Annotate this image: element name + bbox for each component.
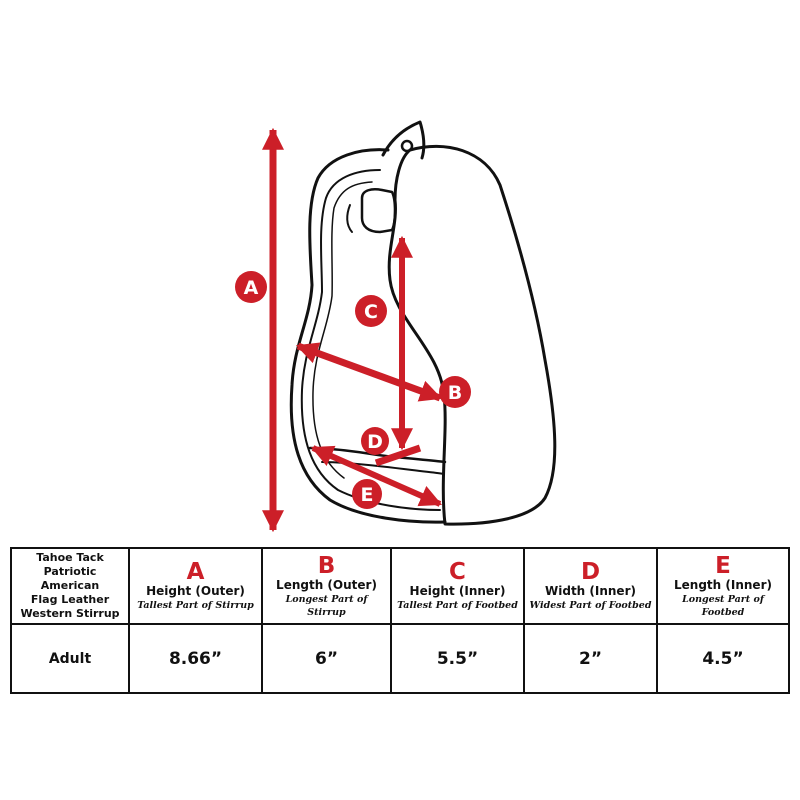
product-name-line: Western Stirrup [20, 607, 120, 620]
table-row: Adult 8.66” 6” 5.5” 2” 4.5” [10, 623, 790, 694]
column-title: Length (Inner) [674, 577, 772, 592]
stirrup-hinge-slot [346, 204, 353, 233]
callout-c: C [355, 295, 387, 327]
value-height-outer: 8.66” [128, 623, 263, 694]
svg-text:C: C [364, 301, 378, 323]
svg-text:B: B [448, 382, 462, 404]
column-title: Width (Inner) [545, 584, 636, 598]
column-title: Length (Outer) [276, 577, 377, 592]
callout-a: A [235, 271, 267, 303]
stirrup-front-panel [387, 144, 557, 526]
table-header-row: Tahoe Tack Patriotic American Flag Leath… [10, 547, 790, 625]
column-subtitle: Tallest Part of Stirrup [137, 600, 254, 611]
value-length-inner: 4.5” [656, 623, 790, 694]
column-letter: C [449, 559, 466, 585]
svg-text:D: D [367, 431, 383, 453]
arrow-e [310, 445, 443, 507]
product-name-line: Flag Leather [30, 593, 110, 606]
product-name-line: Patriotic American [40, 565, 100, 592]
callout-b: B [439, 376, 471, 408]
svg-text:A: A [244, 277, 259, 299]
column-letter: A [186, 559, 205, 585]
column-subtitle: Widest Part of Footbed [529, 600, 652, 611]
column-subtitle: Longest Part of Footbed [682, 593, 764, 618]
value-length-outer: 6” [261, 623, 392, 694]
callout-e: E [352, 479, 382, 509]
callout-d: D [361, 427, 389, 455]
column-letter: E [715, 552, 731, 579]
stirrup-diagram: A B C D E [235, 120, 557, 533]
stirrup-back-inner-2 [312, 181, 373, 479]
product-name-line: Tahoe Tack [36, 551, 104, 564]
column-letter: D [580, 559, 601, 585]
column-subtitle: Tallest Part of Footbed [397, 600, 518, 611]
measurement-arrows [262, 127, 443, 533]
column-header-d: D Width (Inner) Widest Part of Footbed [523, 547, 658, 625]
value-height-inner: 5.5” [390, 623, 525, 694]
value-width-inner: 2” [523, 623, 658, 694]
column-header-a: A Height (Outer) Tallest Part of Stirrup [128, 547, 263, 625]
column-subtitle: Longest Part of Stirrup [285, 593, 368, 618]
column-title: Height (Inner) [409, 584, 506, 598]
column-letter: B [317, 552, 336, 579]
arrow-b [295, 342, 443, 402]
stirrup-drawing [289, 120, 557, 526]
stirrup-back-outer [289, 148, 447, 524]
column-header-b: B Length (Outer) Longest Part of Stirrup [261, 547, 392, 625]
svg-text:E: E [361, 484, 374, 506]
product-name-cell: Tahoe Tack Patriotic American Flag Leath… [10, 547, 130, 625]
stirrup-strap-tab [381, 120, 426, 160]
column-title: Height (Outer) [146, 584, 245, 598]
measurement-table: Tahoe Tack Patriotic American Flag Leath… [10, 547, 790, 694]
stirrup-hinge-bolt [360, 188, 397, 234]
column-header-c: C Height (Inner) Tallest Part of Footbed [390, 547, 525, 625]
row-label-adult: Adult [10, 623, 130, 694]
strap-hole [400, 139, 414, 153]
column-header-e: E Length (Inner) Longest Part of Footbed [656, 547, 790, 625]
